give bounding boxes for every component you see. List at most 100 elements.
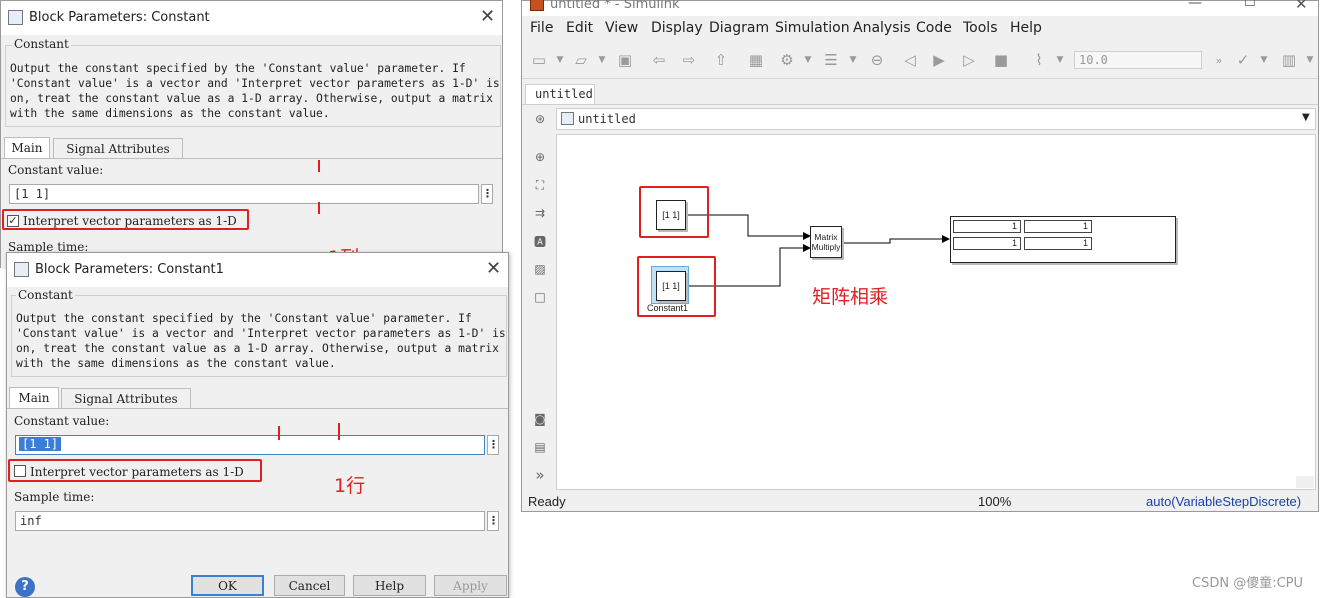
- matrix-multiply-label-2: Multiply: [811, 242, 841, 252]
- save-icon[interactable]: ▣: [617, 51, 633, 69]
- ok-button[interactable]: OK: [191, 575, 264, 596]
- scope-icon[interactable]: ⌇: [1035, 51, 1043, 69]
- chevron-down-icon[interactable]: ▼: [1306, 55, 1314, 65]
- more-options-icon[interactable]: ⋮: [487, 511, 499, 531]
- model-explorer-icon[interactable]: ☰: [824, 51, 838, 69]
- close-icon[interactable]: ✕: [1295, 0, 1308, 13]
- overflow-chevron-icon[interactable]: »: [1215, 53, 1223, 67]
- display-cell: 1: [953, 220, 1021, 233]
- chevron-down-icon[interactable]: ▼: [556, 55, 564, 65]
- menu-code[interactable]: Code: [916, 20, 952, 36]
- dialog-title-bar: [1, 1, 502, 35]
- display-block[interactable]: [950, 216, 1176, 263]
- run-icon[interactable]: ▶: [933, 51, 945, 69]
- menu-display[interactable]: Display: [651, 20, 703, 36]
- breadcrumb-label[interactable]: untitled: [578, 112, 636, 126]
- interpret-checkbox[interactable]: [14, 465, 26, 477]
- close-icon[interactable]: ✕: [480, 6, 496, 27]
- chevron-down-icon[interactable]: ▼: [1056, 55, 1064, 65]
- library-browser-icon[interactable]: ▦: [748, 51, 764, 69]
- description-text: Output the constant specified by the 'Co…: [10, 62, 500, 120]
- check-icon[interactable]: ✓: [1236, 51, 1250, 69]
- apply-button[interactable]: Apply: [434, 575, 507, 596]
- signal-line-bottom[interactable]: [686, 244, 811, 287]
- constant1-label[interactable]: Constant1: [647, 303, 689, 313]
- image-icon[interactable]: ▨: [534, 262, 546, 276]
- block-icon: [14, 262, 29, 277]
- gear-icon[interactable]: ⚙: [780, 51, 794, 69]
- red-marker: [338, 423, 340, 440]
- dialog-block-parameters-constant1: Block Parameters: Constant1 ✕ Constant O…: [6, 252, 509, 598]
- sample-time-input[interactable]: inf: [15, 511, 485, 531]
- chevron-down-icon[interactable]: ▼: [1302, 112, 1310, 123]
- constant1-block[interactable]: [1 1]: [656, 271, 686, 301]
- menu-view[interactable]: View: [605, 20, 639, 36]
- dialog-block-parameters-constant: Block Parameters: Constant ✕ Constant Ou…: [0, 0, 503, 269]
- constant-value-input[interactable]: [1 1]: [15, 435, 485, 455]
- chevron-down-icon[interactable]: ▼: [1260, 55, 1268, 65]
- menu-diagram[interactable]: Diagram: [709, 20, 770, 36]
- step-backward-icon[interactable]: ◁: [904, 51, 916, 69]
- more-options-icon[interactable]: ⋮: [481, 184, 493, 204]
- matrix-multiply-block[interactable]: Matrix Multiply: [810, 226, 842, 258]
- display-cell: 1: [953, 237, 1021, 250]
- interpret-checkbox[interactable]: ✓: [7, 214, 19, 227]
- chevron-down-icon[interactable]: ▼: [598, 55, 606, 65]
- constant-value-selection[interactable]: [1 1]: [19, 437, 62, 451]
- chevron-down-icon[interactable]: ▼: [849, 55, 857, 65]
- highlight-box-constant1: [637, 256, 716, 317]
- highlight-box-checkbox-checked: [2, 209, 249, 230]
- cancel-button[interactable]: Cancel: [274, 575, 345, 596]
- signal-line-output[interactable]: [842, 235, 950, 244]
- forward-arrow-icon[interactable]: ⇨: [682, 51, 696, 69]
- menu-analysis[interactable]: Analysis: [853, 20, 911, 36]
- group-label: Constant: [16, 288, 75, 302]
- highlight-box-constant: [639, 186, 709, 238]
- grid-settings-icon[interactable]: ▥: [1281, 51, 1297, 69]
- chevron-down-icon[interactable]: ▼: [804, 55, 812, 65]
- fit-to-view-icon[interactable]: ⛶: [535, 177, 545, 192]
- stop-icon[interactable]: ■: [993, 51, 1009, 69]
- zoom-level: 100%: [978, 494, 1012, 509]
- back-arrow-icon[interactable]: ⇦: [652, 51, 666, 69]
- block-icon: [8, 10, 23, 25]
- minimize-icon[interactable]: —: [1188, 0, 1202, 11]
- menu-tools[interactable]: Tools: [963, 20, 998, 36]
- up-arrow-icon[interactable]: ⇧: [714, 51, 728, 69]
- constant-value-label: Constant value:: [8, 163, 104, 177]
- tab-signal-attributes[interactable]: Signal Attributes: [53, 138, 183, 159]
- solver-link[interactable]: auto(VariableStepDiscrete): [1146, 494, 1302, 509]
- close-icon[interactable]: ✕: [486, 258, 502, 279]
- highlight-box-checkbox-unchecked: [8, 459, 262, 482]
- stop-time-input[interactable]: 10.0: [1074, 51, 1202, 69]
- route-lines-icon[interactable]: ⇉: [534, 206, 546, 220]
- constant-value-input[interactable]: [1 1]: [9, 184, 479, 204]
- area-icon[interactable]: □: [534, 290, 546, 304]
- hide-browser-icon[interactable]: ⊛: [534, 112, 546, 126]
- tab-untitled[interactable]: untitled: [525, 84, 595, 104]
- constant-block[interactable]: [1 1]: [656, 200, 686, 230]
- step-back-icon[interactable]: ⊖: [870, 51, 884, 69]
- tab-main[interactable]: Main: [9, 387, 59, 408]
- camera-icon[interactable]: ◙: [534, 412, 546, 426]
- menu-help[interactable]: Help: [1010, 20, 1042, 36]
- menu-simulation[interactable]: Simulation: [775, 20, 850, 36]
- help-icon[interactable]: ?: [15, 577, 35, 597]
- annotation-icon[interactable]: 🅰: [533, 234, 546, 249]
- menu-edit[interactable]: Edit: [566, 20, 594, 36]
- model-canvas[interactable]: [556, 134, 1316, 490]
- step-forward-icon[interactable]: ▷: [963, 51, 975, 69]
- breadcrumb[interactable]: [556, 108, 1316, 130]
- help-button[interactable]: Help: [353, 575, 426, 596]
- zoom-in-icon[interactable]: ⊕: [534, 150, 546, 164]
- model-browser-icon[interactable]: ▤: [534, 440, 546, 454]
- open-folder-icon[interactable]: ▱: [575, 51, 587, 69]
- signal-line-top[interactable]: [686, 214, 811, 240]
- expand-chevron-icon[interactable]: »: [535, 466, 545, 484]
- new-model-icon[interactable]: ▭: [531, 51, 547, 69]
- maximize-icon[interactable]: ☐: [1244, 0, 1256, 10]
- tab-main[interactable]: Main: [4, 137, 50, 158]
- more-options-icon[interactable]: ⋮: [487, 435, 499, 455]
- tab-signal-attributes[interactable]: Signal Attributes: [61, 388, 191, 409]
- menu-file[interactable]: File: [530, 20, 554, 36]
